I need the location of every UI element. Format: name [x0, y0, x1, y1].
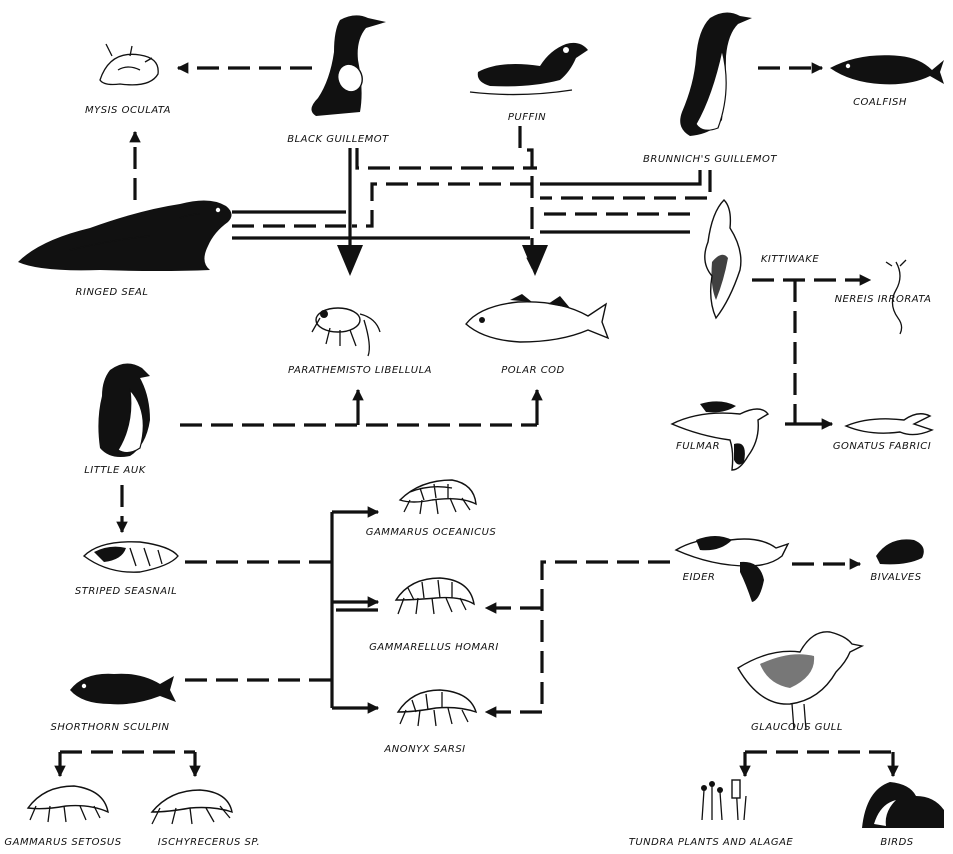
- ischyrocerus-icon: [152, 790, 232, 824]
- label-little-auk: LITTLE AUK: [84, 465, 146, 476]
- polar-cod-icon: [466, 294, 608, 342]
- mysis-icon: [100, 44, 158, 85]
- puffin-icon: [470, 43, 588, 95]
- label-shorthorn-sculpin: SHORTHORN SCULPIN: [51, 722, 170, 733]
- label-eider: EIDER: [683, 572, 716, 583]
- birds-icon: [862, 782, 944, 828]
- coalfish-icon: [830, 55, 944, 84]
- label-fulmar: FULMAR: [676, 441, 720, 452]
- plant-icon: [701, 780, 746, 820]
- bivalve-icon: [876, 539, 924, 564]
- gammarus-oceanicus-icon: [400, 480, 476, 514]
- label-black-guillemot: BLACK GUILLEMOT: [287, 134, 389, 145]
- label-nereis: NEREIS IRRORATA: [835, 294, 932, 305]
- glaucous-gull-icon: [738, 632, 862, 730]
- link-puffin-parathemisto: [352, 184, 532, 226]
- label-birds: BIRDS: [880, 837, 913, 848]
- label-glaucous-gull: GLAUCOUS GULL: [751, 722, 843, 733]
- label-gammarus-oceanicus: GAMMARUS OCEANICUS: [366, 527, 497, 538]
- label-tundra-plants: TUNDRA PLANTS AND ALAGAE: [629, 837, 794, 848]
- label-bivalves: BIVALVES: [870, 572, 921, 583]
- link-brunnich-polarcod-a: [540, 170, 700, 184]
- link-eider-trunk: [542, 562, 670, 712]
- species-labels: MYSIS OCULATA BLACK GUILLEMOT PUFFIN BRU…: [4, 97, 931, 848]
- anonyx-icon: [398, 690, 476, 726]
- little-auk-icon: [98, 363, 150, 457]
- eider-icon: [676, 536, 788, 602]
- label-puffin: PUFFIN: [508, 112, 546, 123]
- striped-seasnail-icon: [84, 542, 178, 572]
- label-striped-seasnail: STRIPED SEASNAIL: [75, 586, 177, 597]
- gammarus-setosus-icon: [28, 786, 108, 822]
- kittiwake-icon: [705, 200, 741, 318]
- label-kittiwake: KITTIWAKE: [761, 254, 819, 265]
- fulmar-icon: [672, 401, 768, 470]
- label-gonatus: GONATUS FABRICI: [833, 441, 931, 452]
- ringed-seal-icon: [18, 200, 232, 271]
- label-brunnich: BRUNNICH'S GUILLEMOT: [643, 154, 777, 165]
- link-black-guillemot-polarcod: [357, 148, 537, 168]
- label-polar-cod: POLAR COD: [501, 365, 565, 376]
- label-gammarellus: GAMMARELLUS HOMARI: [369, 642, 499, 653]
- black-guillemot-icon: [311, 15, 386, 116]
- label-mysis: MYSIS OCULATA: [85, 105, 171, 116]
- label-ringed-seal: RINGED SEAL: [76, 287, 149, 298]
- label-anonyx: ANONYX SARSI: [383, 744, 465, 755]
- label-ischyrocerus: ISCHYRECERUS SP.: [158, 837, 260, 848]
- shorthorn-sculpin-icon: [70, 674, 176, 705]
- gammarellus-icon: [396, 578, 474, 614]
- arrowhead-polarcod: [522, 245, 548, 276]
- brunnichs-guillemot-icon: [680, 12, 752, 136]
- parathemisto-icon: [312, 308, 380, 356]
- arrowhead-parathemisto: [337, 245, 363, 276]
- label-coalfish: COALFISH: [853, 97, 907, 108]
- label-gammarus-setosus: GAMMARUS SETOSUS: [4, 837, 121, 848]
- label-parathemisto: PARATHEMISTO LIBELLULA: [288, 365, 432, 376]
- gonatus-icon: [846, 414, 932, 435]
